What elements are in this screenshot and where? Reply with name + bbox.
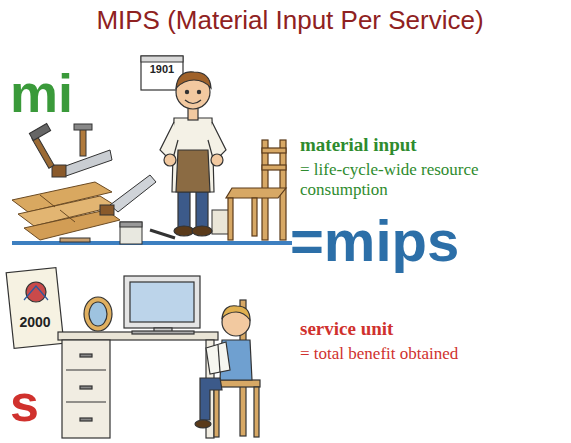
- diagram-title: MIPS (Material Input Per Service): [96, 5, 483, 35]
- desk: [80, 386, 92, 389]
- craftsman-figure: [178, 190, 190, 228]
- term-heading: service unit: [300, 318, 530, 340]
- desk: [62, 340, 110, 438]
- wooden-chair: [228, 198, 233, 240]
- computer-and-frame: [84, 297, 112, 331]
- child-reading: [195, 300, 260, 437]
- wood-planks: [40, 195, 55, 207]
- child-reading: [200, 378, 222, 420]
- child-reading: [195, 420, 211, 428]
- desk: [66, 369, 106, 370]
- desk: [80, 418, 92, 421]
- tools: [80, 128, 86, 156]
- computer-and-frame: [89, 302, 107, 326]
- tools: [110, 175, 156, 212]
- numerator-symbol: mi: [10, 63, 73, 123]
- poster-year: 2000: [19, 314, 50, 330]
- child-reading: [218, 345, 220, 372]
- craftsman-figure: [192, 226, 212, 236]
- desk: [80, 354, 92, 357]
- tools: [52, 165, 66, 177]
- wooden-chair: [226, 140, 286, 240]
- craftsman-figure: [160, 72, 226, 236]
- craftsman-figure: [211, 154, 223, 166]
- craftsman-figure: [185, 90, 188, 93]
- desk: [66, 401, 106, 402]
- craftsman-figure: [196, 190, 208, 228]
- craftsman-figure: [185, 100, 201, 104]
- denominator-symbol: s: [10, 374, 39, 432]
- numerator-symbol: mi: [10, 62, 120, 124]
- wooden-chair: [262, 165, 286, 170]
- tools: [120, 222, 142, 244]
- tools: [150, 230, 175, 238]
- tools: [100, 205, 114, 215]
- fraction-bar: [12, 241, 292, 245]
- child-reading: [214, 387, 219, 437]
- term-definition: = life-cycle-wide resource consumption: [300, 160, 532, 199]
- computer-and-frame: [132, 331, 194, 334]
- term-heading: material input: [300, 134, 417, 155]
- term-definition: = total benefit obtained: [300, 344, 458, 363]
- wall-poster: [6, 268, 64, 349]
- tools: [120, 222, 142, 227]
- wood-planks: [12, 182, 120, 240]
- computer-and-frame: [84, 276, 200, 334]
- tools: [60, 238, 90, 242]
- desk: [58, 332, 218, 340]
- craftsman-figure: [176, 72, 211, 88]
- child-reading: [254, 387, 259, 437]
- result-formula: =mips: [290, 208, 459, 273]
- tools: [32, 136, 54, 168]
- tools: [74, 124, 92, 130]
- computer-and-frame: [130, 282, 194, 322]
- wooden-chair: [262, 148, 286, 153]
- child-reading: [206, 342, 230, 374]
- calendar-year: 1901: [142, 63, 182, 76]
- computer-and-frame: [124, 276, 200, 328]
- craftsman-figure: [164, 154, 176, 166]
- poster-year: 2000: [14, 314, 56, 330]
- term-heading: material input: [300, 134, 530, 156]
- result-formula: =mips: [290, 208, 530, 275]
- fraction-bar: [12, 243, 292, 244]
- craftsman-figure: [176, 150, 210, 192]
- calendar-year: 1901: [150, 63, 174, 75]
- wood-planks: [60, 210, 75, 222]
- diagram-title: MIPS (Material Input Per Service): [60, 6, 520, 36]
- wooden-chair: [226, 188, 286, 198]
- wall-poster: [6, 268, 64, 349]
- wall-poster: [26, 282, 46, 302]
- tools: [29, 124, 50, 141]
- calendar: [141, 56, 183, 62]
- desk: [58, 332, 218, 438]
- term-definition: = total benefit obtained: [300, 344, 532, 364]
- child-reading: [222, 306, 250, 320]
- craftsman-figure: [197, 90, 200, 93]
- wall-poster: [24, 286, 48, 300]
- term-heading: service unit: [300, 318, 393, 339]
- term-definition: = life-cycle-wide resource consumption: [300, 160, 479, 199]
- craftsman-figure: [172, 118, 214, 192]
- wooden-chair: [252, 198, 257, 236]
- craftsman-figure: [174, 226, 194, 236]
- denominator-symbol: s: [10, 374, 54, 434]
